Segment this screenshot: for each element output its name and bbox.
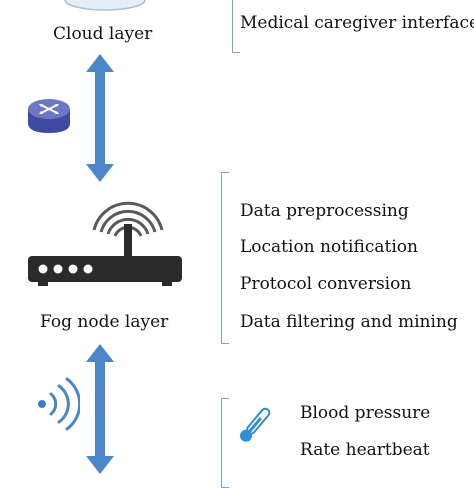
- sensor-function-item: Blood pressure: [300, 403, 431, 423]
- thermometer-icon: [240, 407, 271, 442]
- cloud-layer-label: Cloud layer: [53, 24, 153, 44]
- cloud-icon: [64, 0, 146, 11]
- wireless-signal-icon: [38, 377, 80, 431]
- router-icon: [28, 99, 70, 133]
- fog-functions-bracket: [221, 172, 229, 344]
- cloud-functions-bracket: [232, 0, 240, 53]
- fog-function-item: Protocol conversion: [240, 274, 412, 294]
- sensor-function-item: Rate heartbeat: [300, 440, 430, 460]
- cloud-function-item: Medical caregiver interface: [240, 13, 474, 33]
- fog-sensor-double-arrow: [86, 344, 114, 474]
- fog-function-item: Data filtering and mining: [240, 312, 458, 332]
- fog-layer-label: Fog node layer: [40, 312, 169, 332]
- sensor-functions-bracket: [221, 398, 229, 488]
- cloud-fog-double-arrow: [86, 54, 114, 182]
- fog-function-item: Location notification: [240, 237, 418, 257]
- fog-function-item: Data preprocessing: [240, 201, 409, 221]
- fog-node-device-icon: [28, 201, 182, 286]
